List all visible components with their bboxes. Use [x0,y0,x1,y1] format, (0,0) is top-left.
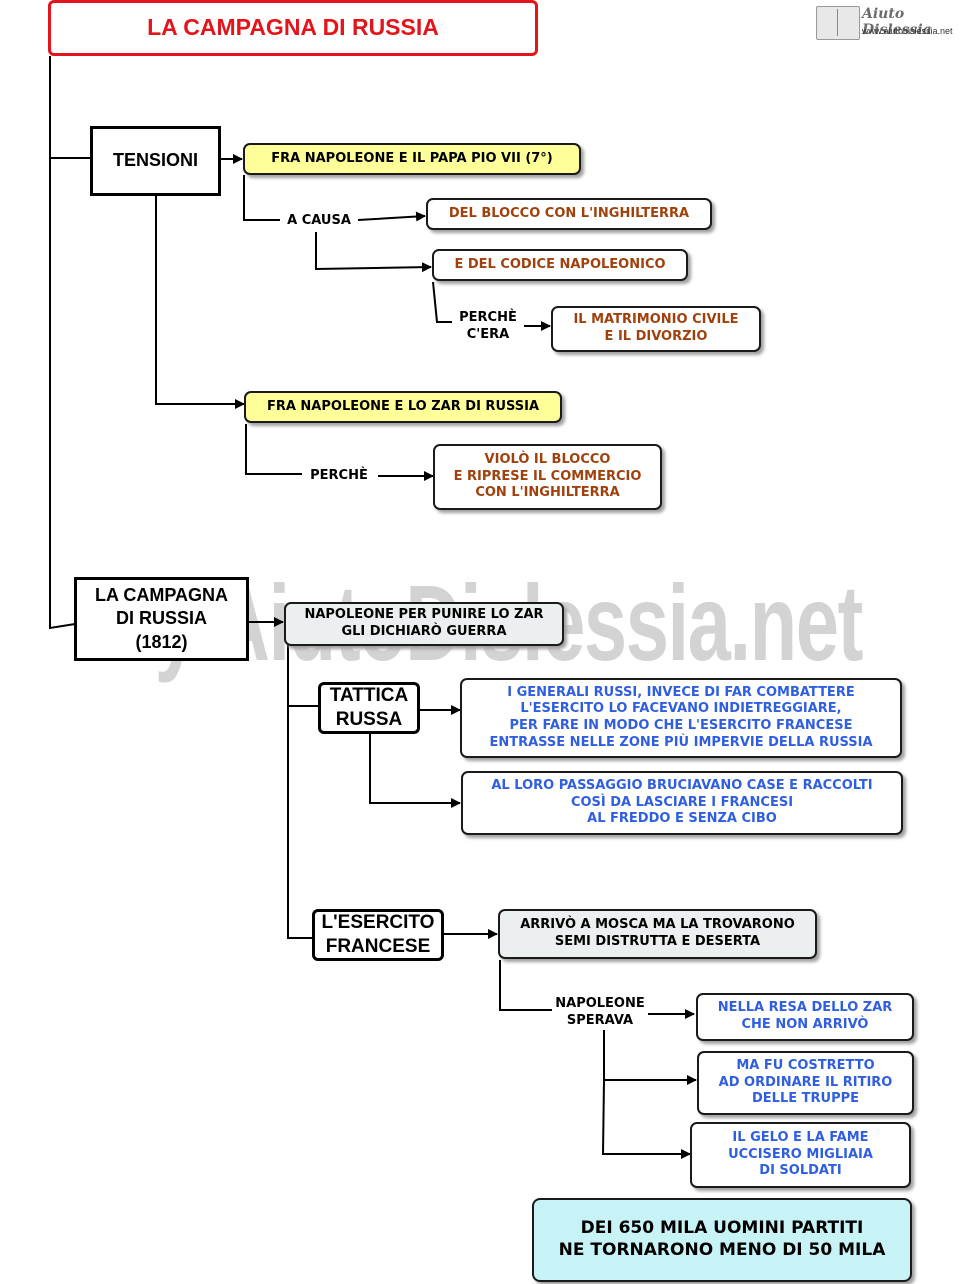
node-conclusione: DEI 650 MILA UOMINI PARTITI NE TORNARONO… [532,1198,912,1282]
node-blocco-inghilterra: DEL BLOCCO CON L'INGHILTERRA [426,198,712,230]
node-tattica-russa: TATTICA RUSSA [318,682,420,734]
node-bruciavano: AL LORO PASSAGGIO BRUCIAVANO CASE E RACC… [461,771,903,835]
node-mosca: ARRIVÒ A MOSCA MA LA TROVARONO SEMI DIST… [498,909,817,959]
logo-url: www.aiutodislessia.net [862,26,953,36]
node-matrimonio-civile: IL MATRIMONIO CIVILE E IL DIVORZIO [551,306,761,352]
node-resa-zar: NELLA RESA DELLO ZAR CHE NON ARRIVÒ [696,993,914,1041]
arrow-acausa-codice [315,232,432,273]
arrow-tensioni-zar [155,196,245,409]
label-perche-cera: PERCHÈ C'ERA [452,310,524,344]
node-napoleone-zar: FRA NAPOLEONE E LO ZAR DI RUSSIA [244,391,562,423]
site-logo: Aiuto Dislessia www.aiutodislessia.net [816,4,972,42]
arrow-sperava-gelo [601,1079,691,1159]
node-generali-russi: I GENERALI RUSSI, INVECE DI FAR COMBATTE… [460,678,902,758]
line-codice-perche [432,281,452,323]
trunk-line-lower [49,158,76,630]
line-papa-acausa [243,175,280,221]
node-esercito-francese: L'ESERCITO FRANCESE [312,909,444,961]
node-codice-napoleonico: E DEL CODICE NAPOLEONICO [432,249,688,281]
node-campagna-1812: LA CAMPAGNA DI RUSSIA (1812) [74,577,249,661]
label-perche: PERCHÈ [302,468,376,485]
arrow-acausa-blocco [357,211,426,222]
line-punire-tattica [287,644,318,707]
node-ritiro-truppe: MA FU COSTRETTO AD ORDINARE IL RITIRO DE… [697,1051,914,1115]
book-icon [816,6,860,40]
page-title: LA CAMPAGNA DI RUSSIA [48,0,538,56]
node-gelo-fame: IL GELO E LA FAME UCCISERO MIGLIAIA DI S… [690,1122,911,1188]
node-violo-blocco: VIOLÒ IL BLOCCO E RIPRESE IL COMMERCIO C… [433,444,662,510]
line-punire-esercito [287,706,312,939]
arrow-sperava-ritiro [603,1030,697,1085]
node-punire-zar: NAPOLEONE PER PUNIRE LO ZAR GLI DICHIARÒ… [284,602,564,646]
label-napoleone-sperava: NAPOLEONE SPERAVA [552,996,648,1030]
line-zar-perche [245,424,304,475]
label-a-causa: A CAUSA [280,213,358,230]
node-napoleone-papa: FRA NAPOLEONE E IL PAPA PIO VII (7°) [243,143,581,175]
arrow-tattica-bruciavano [369,733,461,808]
trunk-line [49,56,91,159]
logo-name: Aiuto Dislessia [862,6,932,38]
line-mosca-sperava [499,960,554,1011]
node-tensioni: TENSIONI [90,126,221,196]
